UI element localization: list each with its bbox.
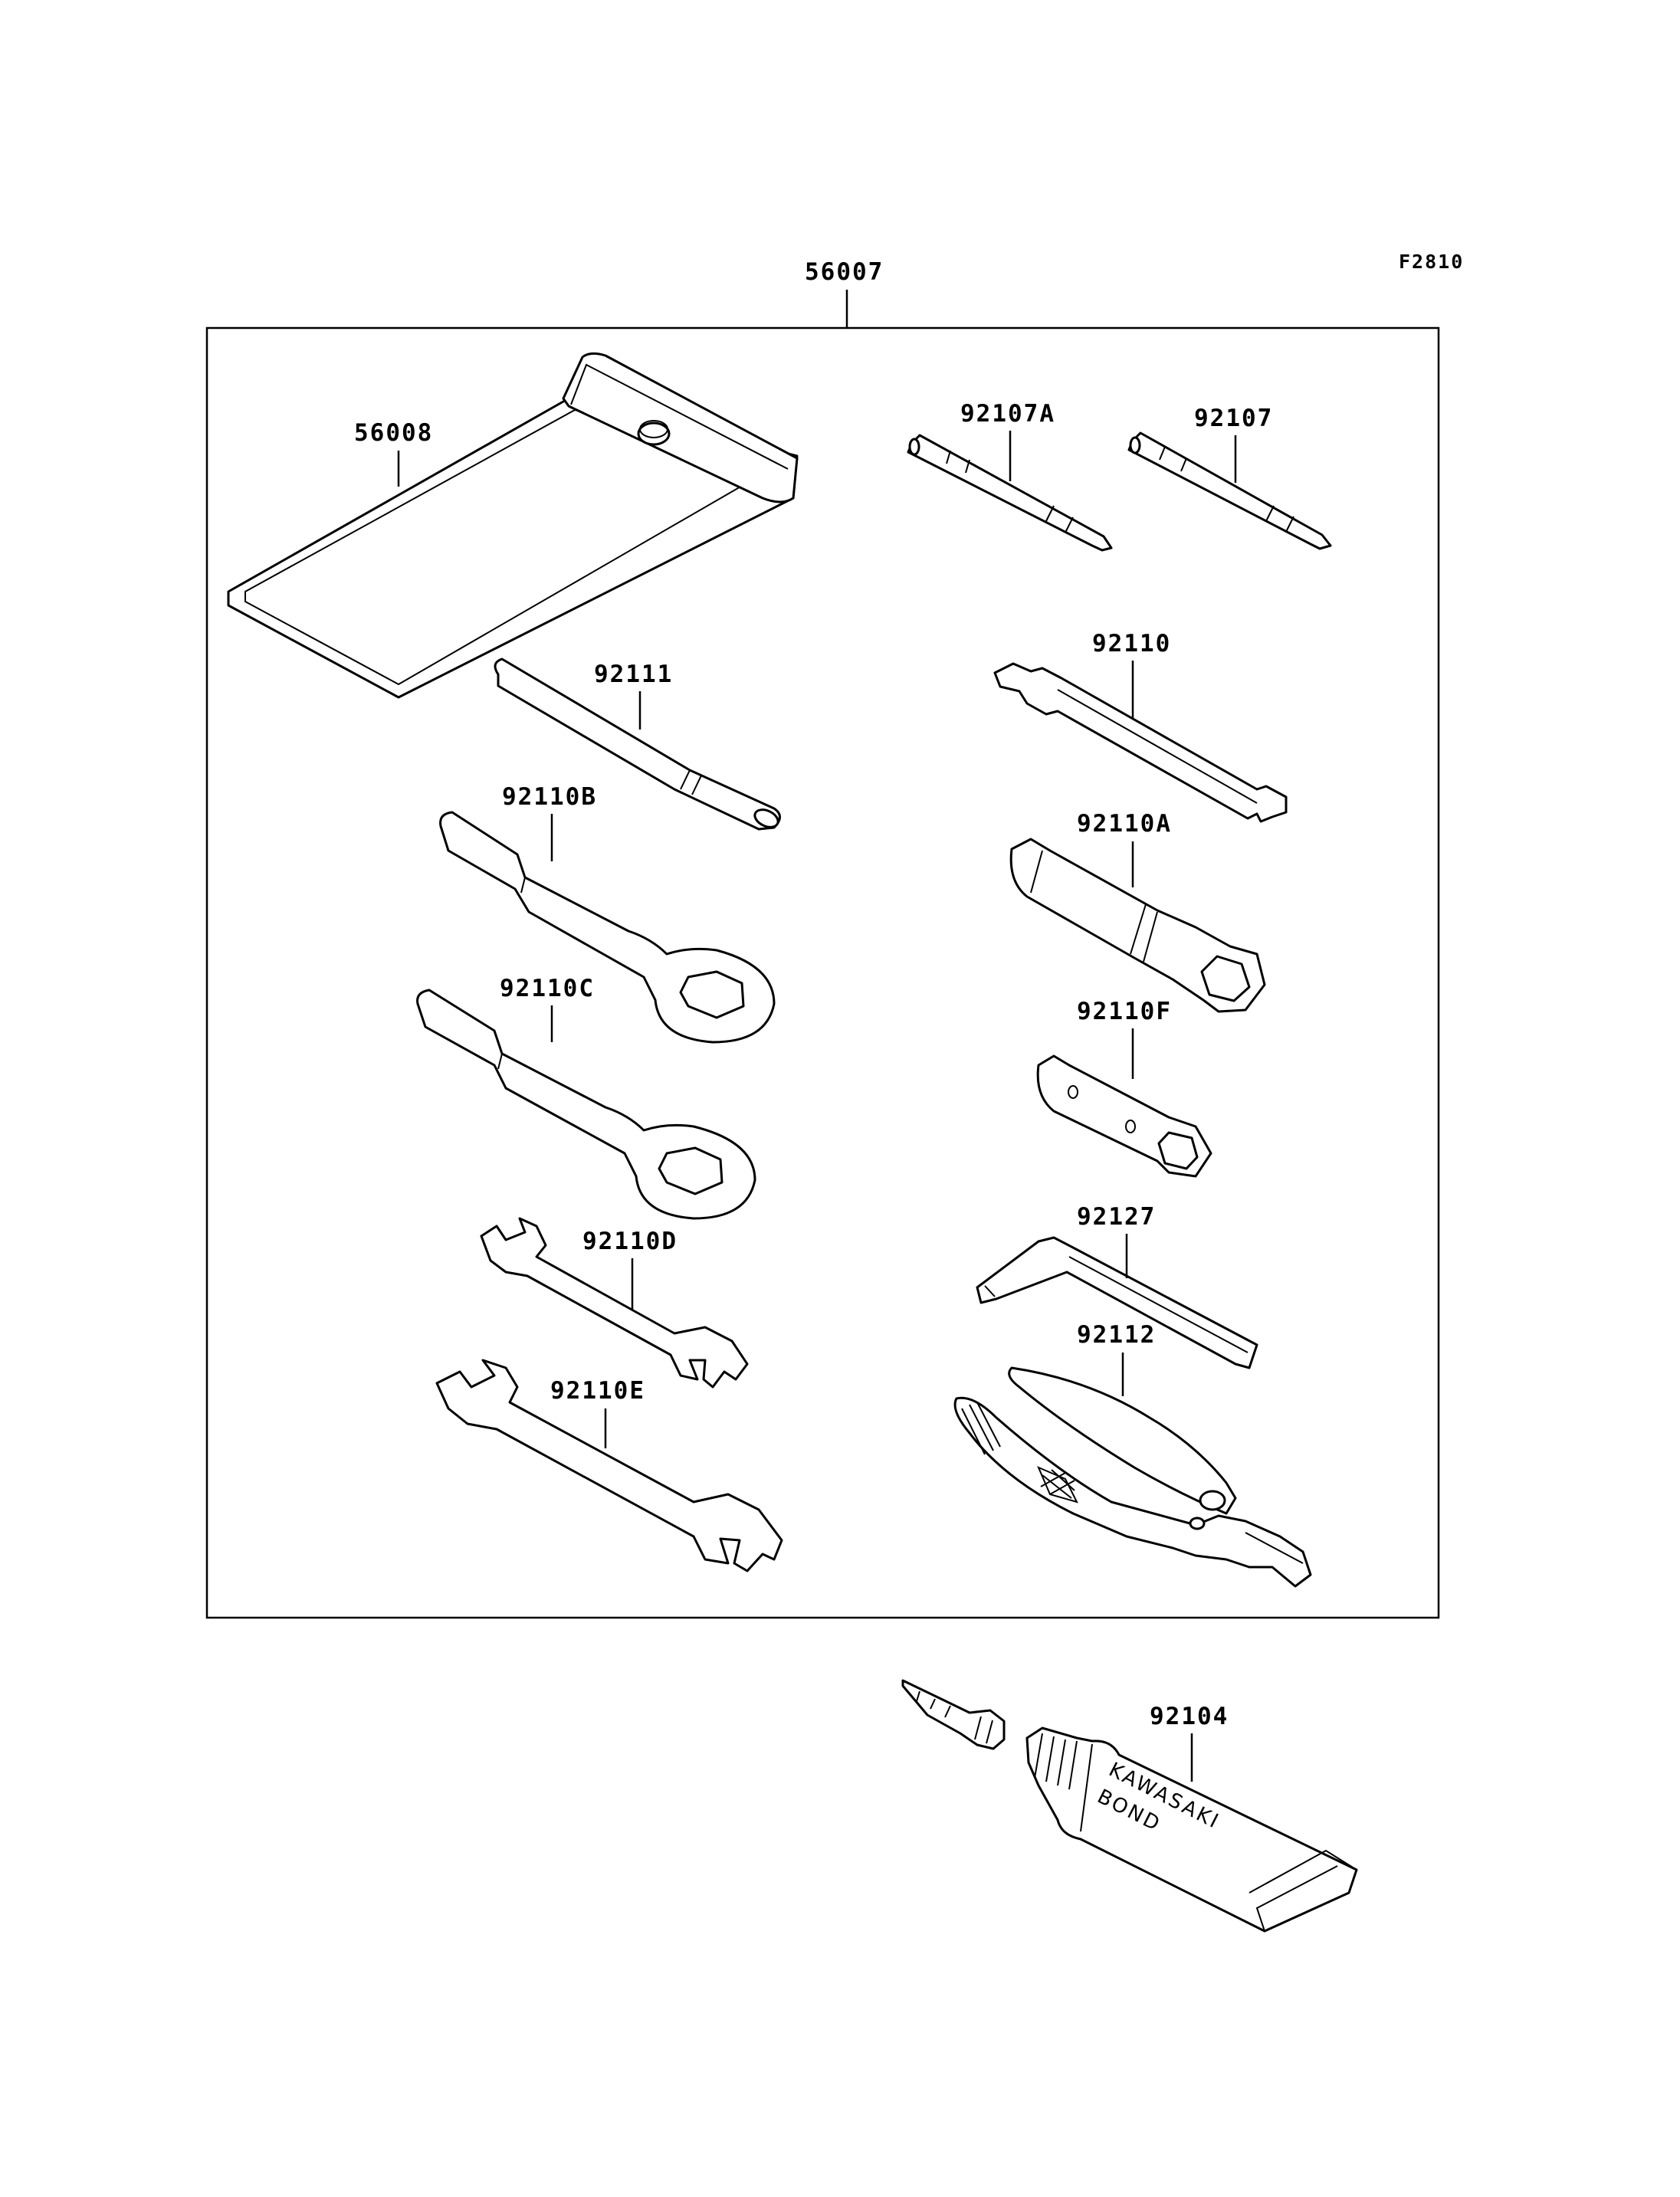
box-wrench-92110C [416, 989, 756, 1220]
pliers-92112 [953, 1366, 1312, 1588]
box-spanner-92110F [1036, 1054, 1212, 1178]
label-92104: 92104 [1150, 1703, 1229, 1730]
box-spanner-92110A [1009, 838, 1266, 1013]
label-92110: 92110 [1092, 630, 1171, 657]
figure-code: F2810 [1399, 251, 1464, 273]
hex-key-92127 [976, 1236, 1258, 1369]
open-end-wrench-92110D [480, 1217, 749, 1389]
kit-frame [205, 326, 1440, 1619]
label-92110B: 92110B [502, 783, 597, 811]
screwdriver-92107A [907, 434, 1113, 552]
kawasaki-bond-tube-92104: KAWASAKI BOND [901, 1679, 1358, 1933]
label-92107A: 92107A [960, 400, 1055, 428]
label-92107: 92107 [1194, 405, 1273, 432]
label-92112: 92112 [1077, 1321, 1156, 1349]
label-92110D: 92110D [582, 1228, 678, 1255]
label-92111: 92111 [594, 661, 673, 688]
tool-bag-56008 [227, 352, 799, 699]
label-92110A: 92110A [1077, 810, 1172, 838]
kit-label-56007: 56007 [805, 258, 884, 286]
extension-bar-92111 [494, 657, 781, 831]
label-92127: 92127 [1077, 1203, 1156, 1231]
box-wrench-92110B [439, 811, 776, 1044]
label-56008: 56008 [354, 419, 433, 447]
open-end-wrench-92110E [435, 1359, 783, 1572]
screwdriver-92107 [1127, 431, 1332, 550]
label-92110C: 92110C [500, 975, 595, 1002]
label-92110F: 92110F [1077, 998, 1172, 1025]
spanner-92110 [993, 662, 1288, 823]
label-92110E: 92110E [550, 1377, 645, 1405]
